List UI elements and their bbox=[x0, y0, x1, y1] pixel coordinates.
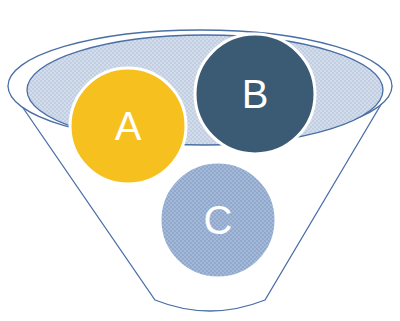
node-letter: A bbox=[115, 106, 142, 146]
circle-node: C bbox=[158, 160, 278, 280]
circle-node: B bbox=[193, 32, 317, 156]
node-letter: C bbox=[204, 200, 233, 240]
circle-node: A bbox=[68, 66, 188, 186]
node-letter: B bbox=[242, 74, 269, 114]
